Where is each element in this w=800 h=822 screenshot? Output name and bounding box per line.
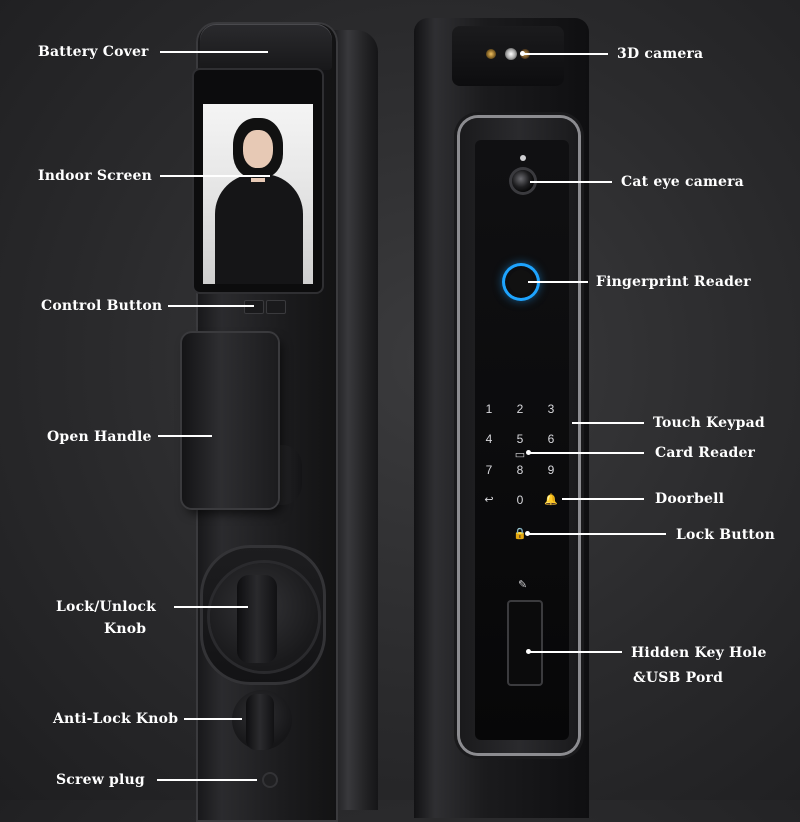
line-battery-cover xyxy=(160,51,268,53)
line-fingerprint-reader xyxy=(528,281,588,283)
line-card-reader xyxy=(528,452,644,454)
label-screw-plug: Screw plug xyxy=(56,772,145,788)
label-doorbell: Doorbell xyxy=(655,491,725,507)
screw-plug xyxy=(262,772,278,788)
3d-camera-lens-left xyxy=(486,49,496,59)
key-2[interactable]: 2 xyxy=(516,402,524,416)
key-7[interactable]: 7 xyxy=(485,463,493,477)
cat-eye-camera xyxy=(512,170,534,192)
anti-lock-knob[interactable] xyxy=(246,694,274,750)
label-lock-unlock-knob-1: Lock/Unlock xyxy=(56,599,156,615)
line-3d-camera xyxy=(522,53,608,55)
line-hidden-key-hole xyxy=(528,651,622,653)
key-8[interactable]: 8 xyxy=(516,463,524,477)
line-lock-unlock-knob xyxy=(174,606,248,608)
label-touch-keypad: Touch Keypad xyxy=(653,415,765,431)
label-fingerprint-reader: Fingerprint Reader xyxy=(596,274,751,290)
line-screw-plug xyxy=(157,779,257,781)
open-handle[interactable] xyxy=(182,333,278,508)
3d-camera-emitter xyxy=(505,48,517,60)
product-diagram: 1 2 3 4 5 6 ▭ 7 8 9 ↩ 0 🔔 🔒 ✎ Battery Co… xyxy=(38,18,775,822)
key-hole-mark-icon: ✎ xyxy=(518,578,528,591)
control-button-right[interactable] xyxy=(266,300,286,314)
key-3[interactable]: 3 xyxy=(547,402,555,416)
label-lock-button: Lock Button xyxy=(676,527,775,543)
key-1[interactable]: 1 xyxy=(485,402,493,416)
label-cat-eye-camera: Cat eye camera xyxy=(621,174,744,190)
line-lock-button xyxy=(527,533,666,535)
lock-button-icon[interactable]: 🔒 xyxy=(513,528,527,540)
label-control-button: Control Button xyxy=(41,298,163,314)
line-control-button xyxy=(168,305,254,307)
label-open-handle: Open Handle xyxy=(47,429,152,445)
line-anti-lock-knob xyxy=(184,718,242,720)
control-button-left[interactable] xyxy=(244,300,264,314)
cat-eye-led xyxy=(520,155,526,161)
hidden-key-hole[interactable] xyxy=(507,600,543,686)
card-reader-icon: ▭ xyxy=(514,449,526,461)
key-5[interactable]: 5 xyxy=(516,432,524,446)
back-key-icon[interactable]: ↩ xyxy=(484,494,494,506)
line-indoor-screen xyxy=(160,175,270,177)
label-indoor-screen: Indoor Screen xyxy=(38,168,153,184)
label-lock-unlock-knob-2: Knob xyxy=(104,621,147,637)
key-9[interactable]: 9 xyxy=(547,463,555,477)
label-hidden-key-hole-1: Hidden Key Hole xyxy=(631,645,767,661)
indoor-screen xyxy=(203,104,313,284)
key-0[interactable]: 0 xyxy=(516,493,524,507)
line-open-handle xyxy=(158,435,212,437)
key-6[interactable]: 6 xyxy=(547,432,555,446)
doorbell-icon[interactable]: 🔔 xyxy=(544,494,558,506)
battery-cover xyxy=(200,24,332,70)
label-hidden-key-hole-2: &USB Pord xyxy=(633,670,724,686)
label-battery-cover: Battery Cover xyxy=(38,44,149,60)
screen-person-face xyxy=(243,130,273,168)
line-touch-keypad xyxy=(572,422,644,424)
left-lock-side-edge xyxy=(332,30,378,810)
label-anti-lock-knob: Anti-Lock Knob xyxy=(53,711,179,727)
label-card-reader: Card Reader xyxy=(655,445,756,461)
key-4[interactable]: 4 xyxy=(485,432,493,446)
line-doorbell xyxy=(562,498,644,500)
line-cat-eye-camera xyxy=(530,181,612,183)
label-3d-camera: 3D camera xyxy=(617,46,704,62)
lock-unlock-knob[interactable] xyxy=(237,575,277,663)
screen-person-body xyxy=(215,174,303,284)
